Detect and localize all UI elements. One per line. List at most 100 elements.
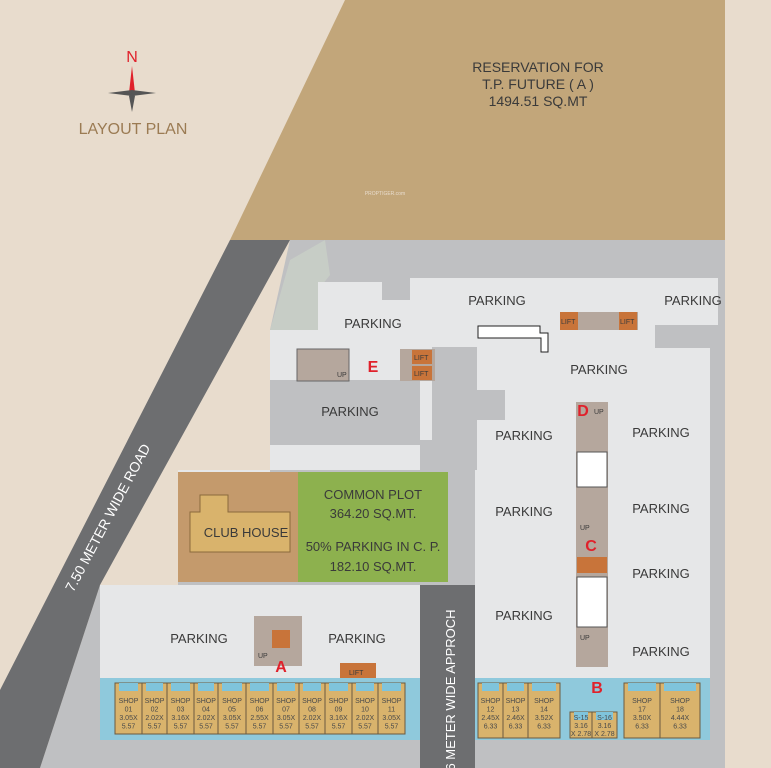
common-plot-line3: 50% PARKING IN C. P. <box>306 539 441 554</box>
shop-outline <box>502 682 529 739</box>
shop-d: 5.57 <box>253 724 267 731</box>
shop-no: 03 <box>177 707 185 714</box>
shop-d: 6.33 <box>673 724 687 731</box>
shop-outline <box>298 682 326 735</box>
shop-no: 07 <box>282 707 290 714</box>
shop-name: SHOP <box>196 698 216 705</box>
core-labels: UP UP UP UP UP LIFT LIFT LIFT LIFT LIFT <box>258 319 635 677</box>
shop-unit: SHOP 062.55X 5.57 <box>245 682 274 735</box>
shop-entrance <box>664 683 696 691</box>
shop-no: 05 <box>228 707 236 714</box>
shop-no: 14 <box>540 707 548 714</box>
club-house-label: CLUB HOUSE <box>204 525 289 540</box>
shop-d: 5.57 <box>305 724 319 731</box>
shop-entrance <box>198 683 214 691</box>
shop-name: SHOP <box>481 698 501 705</box>
shop-w: 2.02X <box>356 715 375 722</box>
shop-name: SHOP <box>250 698 270 705</box>
shop-entrance <box>250 683 269 691</box>
parking-label: PARKING <box>570 362 628 377</box>
shop-d: 5.57 <box>148 724 162 731</box>
up-label: UP <box>580 525 590 532</box>
shop-d: 5.57 <box>174 724 188 731</box>
up-label: UP <box>580 635 590 642</box>
driveway-lower <box>140 585 260 655</box>
shop-no: 13 <box>512 707 520 714</box>
shop-no: 12 <box>487 707 495 714</box>
parking-label: PARKING <box>664 293 722 308</box>
shop-d: 5.57 <box>199 724 213 731</box>
shop-unit: S-163.16X 2.78 <box>591 711 618 739</box>
shop-entrance <box>507 683 524 691</box>
driveway <box>432 347 477 470</box>
parking-label: PARKING <box>632 566 690 581</box>
shop-w: 2.55X <box>250 715 269 722</box>
shop-w: 3.05X <box>223 715 242 722</box>
shop-w: 2.02X <box>145 715 164 722</box>
shop-no: 17 <box>638 707 646 714</box>
shop-entrance <box>277 683 295 691</box>
shop-w: 4.44X <box>671 715 690 722</box>
shop-w: 2.46X <box>506 715 525 722</box>
shop-name: SHOP <box>355 698 375 705</box>
shop-w: X 2.78 <box>571 731 591 738</box>
common-plot <box>298 472 448 582</box>
reservation-plot <box>230 0 725 240</box>
watermark: PROPTIGER.com <box>365 191 405 197</box>
shop-name: SHOP <box>534 698 554 705</box>
wing-b-label: B <box>591 680 603 697</box>
shop-entrance <box>574 712 588 720</box>
shop-d: 5.57 <box>225 724 239 731</box>
wing-a-label: A <box>275 659 287 676</box>
shop-no: 09 <box>335 707 343 714</box>
compass: N <box>108 49 156 112</box>
shop-entrance <box>119 683 138 691</box>
shop-d: 6.33 <box>509 724 523 731</box>
parking-label: PARKING <box>495 428 553 443</box>
lift-label: LIFT <box>620 319 635 326</box>
shop-outline <box>141 682 168 735</box>
shop-d: 5.57 <box>358 724 372 731</box>
parking-label: PARKING <box>632 425 690 440</box>
shop-name: SHOP <box>382 698 402 705</box>
shop-w: 3.05X <box>277 715 296 722</box>
driveway <box>475 390 505 420</box>
common-plot-line2: 364.20 SQ.MT. <box>330 506 417 521</box>
shop-w: 2.02X <box>197 715 216 722</box>
shop-entrance <box>482 683 499 691</box>
shop-no: 06 <box>256 707 264 714</box>
approach-road <box>420 585 475 768</box>
shop-name: SHOP <box>222 698 242 705</box>
parking-label: PARKING <box>468 293 526 308</box>
shop-outline <box>217 682 247 735</box>
common-plot-line4: 182.10 SQ.MT. <box>330 559 417 574</box>
shop-w: 3.16X <box>329 715 348 722</box>
shop-d: 6.33 <box>484 724 498 731</box>
shop-name: SHOP <box>506 698 526 705</box>
shop-entrance <box>146 683 163 691</box>
parking-label: PARKING <box>328 631 386 646</box>
shop-outline <box>477 682 504 739</box>
shop-name: SHOP <box>145 698 165 705</box>
shop-entrance <box>303 683 321 691</box>
shop-entrance <box>329 683 348 691</box>
shop-d: 5.57 <box>122 724 136 731</box>
shop-name: SHOP <box>276 698 296 705</box>
shop-d: 5.57 <box>385 724 399 731</box>
shop-entrance <box>532 683 556 691</box>
shop-name: SHOP <box>632 698 652 705</box>
main-road <box>0 240 290 768</box>
up-label: UP <box>337 372 347 379</box>
parking-label: PARKING <box>632 501 690 516</box>
wing-d-label: D <box>577 403 589 420</box>
parking-label: PARKING <box>344 316 402 331</box>
